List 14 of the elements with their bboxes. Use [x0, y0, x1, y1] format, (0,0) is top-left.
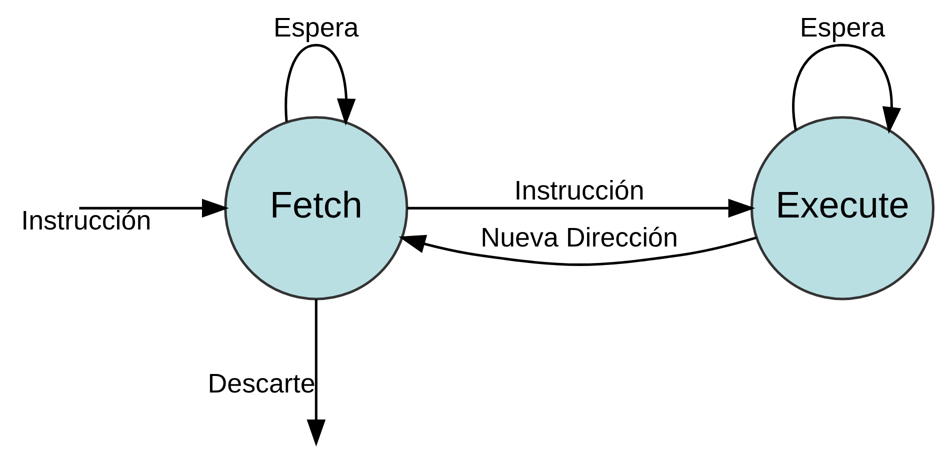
edge-label: Espera	[273, 12, 358, 42]
edge-label: Instrucción	[20, 206, 151, 236]
edge-label: Espera	[799, 12, 885, 42]
arrow	[398, 234, 756, 266]
node-circle: Fetch	[224, 116, 408, 300]
arrow	[792, 44, 901, 134]
arrow	[306, 299, 326, 446]
edge-label: Descarte	[207, 368, 315, 399]
node-circle: Execute	[750, 116, 934, 300]
arrow	[406, 198, 755, 218]
arrow	[78, 198, 228, 218]
arrow	[284, 44, 356, 126]
edge-label: Instrucción	[514, 175, 644, 206]
edge-label: Nueva Dirección	[480, 222, 678, 253]
